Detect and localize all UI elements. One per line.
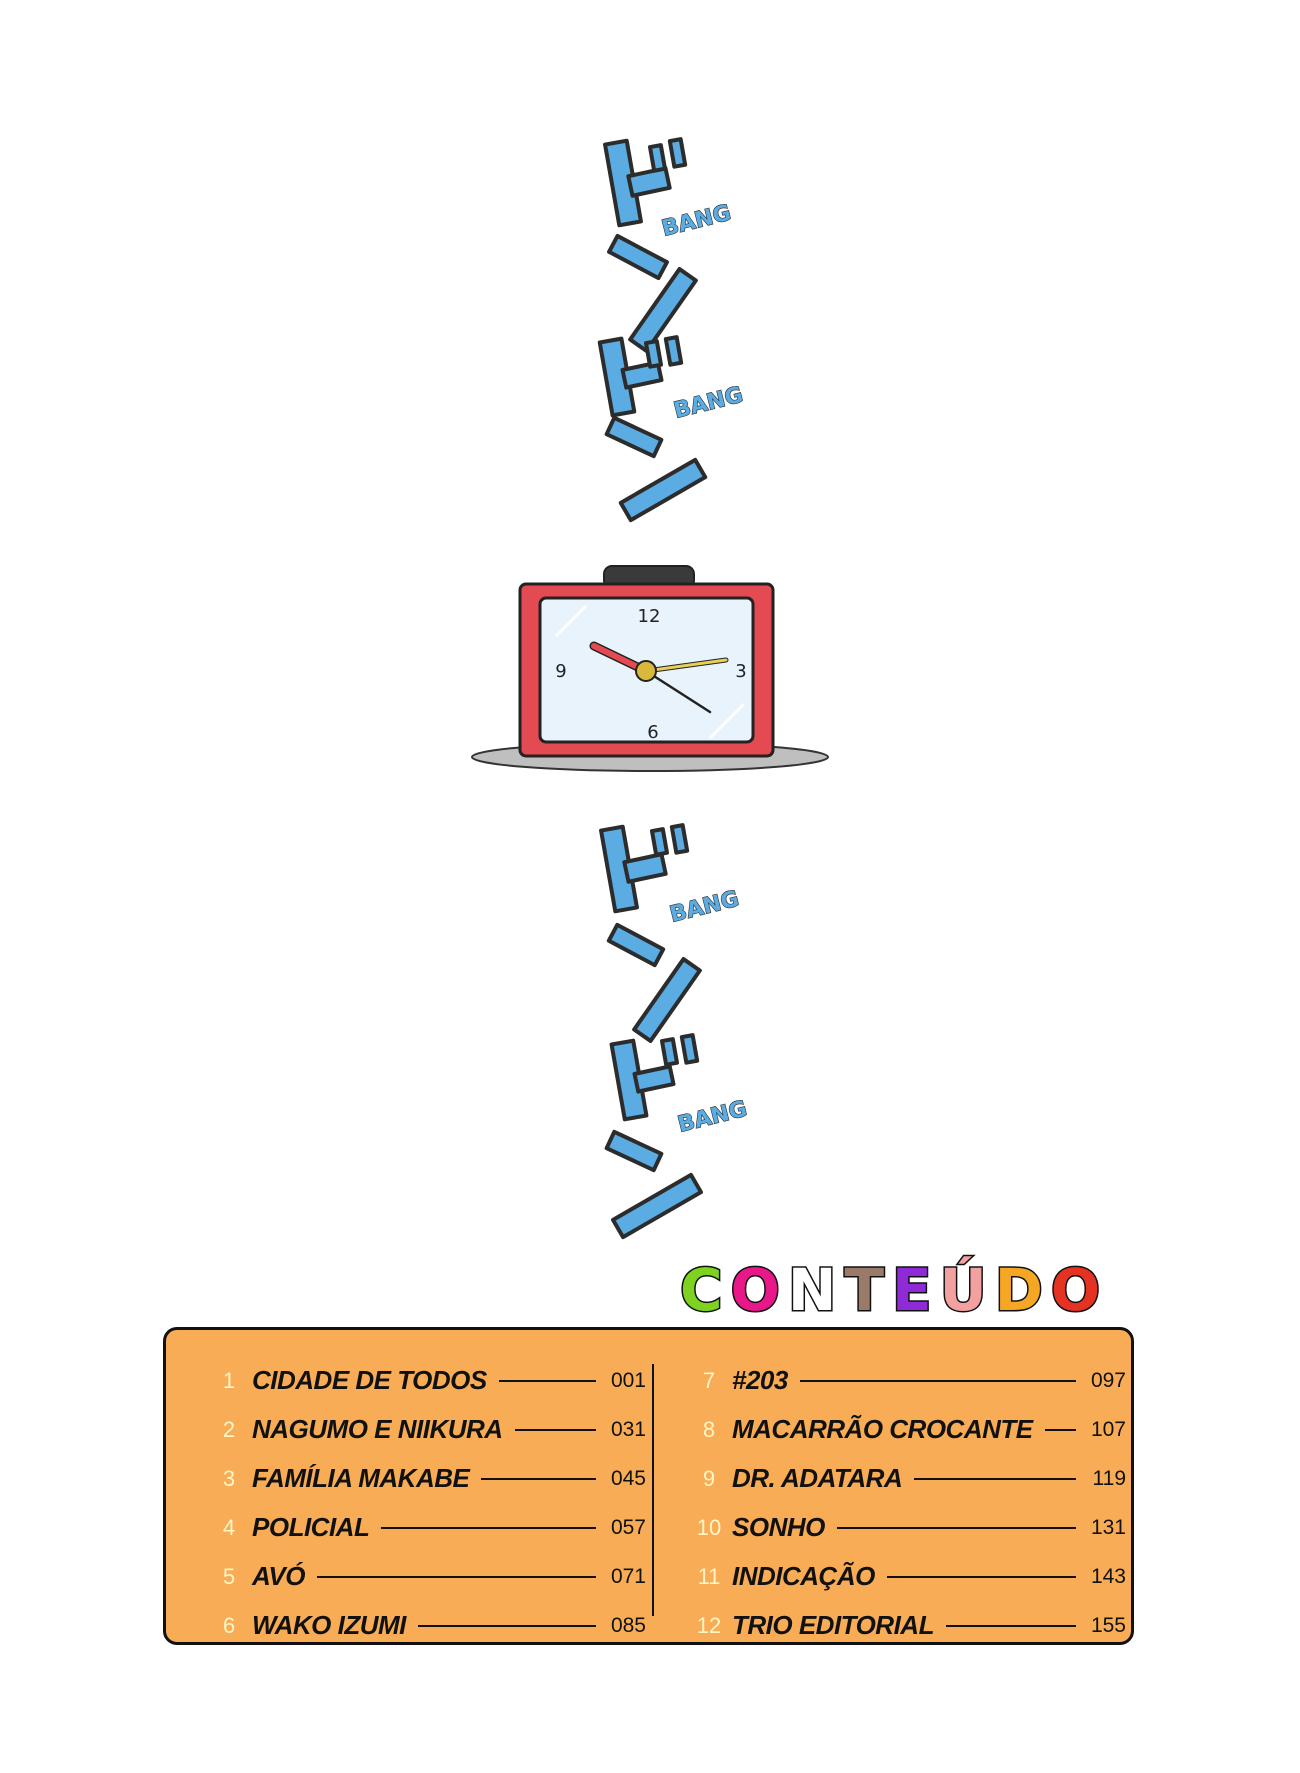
toc-entry: 10 SONHO 131 xyxy=(686,1503,1126,1552)
chapter-number: 10 xyxy=(696,1514,722,1540)
chapter-number: 7 xyxy=(702,1367,716,1393)
toc-column-right: 7 #203 097 8 MACARRÃO CROCANTE 107 9 DR. ADATAR… xyxy=(686,1356,1126,1650)
toc-entry: 8 MACARRÃO CROCANTE 107 xyxy=(686,1405,1126,1454)
leader-line xyxy=(799,1379,1076,1382)
sfx-top: BANG BANG xyxy=(597,137,746,523)
chapter-title: NAGUMO E NIIKURA xyxy=(252,1414,503,1444)
page-number: 119 xyxy=(1092,1466,1126,1490)
title-letter: O xyxy=(1049,1256,1103,1324)
chapter-title: FAMÍLIA MAKABE xyxy=(252,1463,470,1493)
title-letter: Ú xyxy=(938,1256,989,1324)
page-number: 045 xyxy=(610,1466,646,1490)
title-letter: N xyxy=(786,1256,839,1324)
chapter-number: 12 xyxy=(696,1612,722,1638)
chapter-title: #203 xyxy=(732,1365,788,1395)
toc-entry: 5 AVÓ 071 xyxy=(206,1552,646,1601)
katakana-do-icon xyxy=(609,1033,700,1122)
bang-sfx: BANG xyxy=(671,383,745,424)
chapter-number: 9 xyxy=(702,1465,716,1491)
page-number: 107 xyxy=(1090,1417,1126,1441)
katakana-n-icon xyxy=(607,233,698,353)
column-divider xyxy=(652,1364,654,1616)
chapter-title: AVÓ xyxy=(252,1561,305,1591)
katakana-do-icon xyxy=(599,823,690,914)
clock-number-12: 12 xyxy=(638,606,661,627)
leader-line xyxy=(381,1526,596,1529)
toc-entry: 1 CIDADE DE TODOS 001 xyxy=(206,1356,646,1405)
chapter-title: SONHO xyxy=(732,1512,825,1542)
bang-sfx: BANG xyxy=(659,201,733,242)
leader-line xyxy=(1044,1428,1076,1431)
illustration: .k { fill: #5aace2; stroke: #2c2c2c; str… xyxy=(471,137,829,1240)
chapter-title: POLICIAL xyxy=(252,1512,370,1542)
leader-line xyxy=(514,1428,596,1431)
title-letter: D xyxy=(993,1256,1045,1324)
leader-line xyxy=(498,1379,596,1382)
clock-number-3: 3 xyxy=(735,661,746,682)
chapter-title: TRIO EDITORIAL xyxy=(732,1610,934,1640)
chapter-number: 8 xyxy=(702,1416,716,1442)
leader-line xyxy=(886,1575,1076,1578)
chapter-number: 11 xyxy=(697,1563,721,1589)
page-number: 097 xyxy=(1090,1368,1126,1392)
katakana-do-icon xyxy=(597,335,684,418)
katakana-n-icon xyxy=(606,922,702,1043)
page-number: 155 xyxy=(1090,1613,1126,1637)
leader-line xyxy=(316,1575,596,1578)
katakana-n-icon xyxy=(604,1129,703,1240)
toc-entry: 2 NAGUMO E NIIKURA 031 xyxy=(206,1405,646,1454)
sfx-bottom: BANG BANG xyxy=(599,823,750,1240)
table-of-contents: 1 CIDADE DE TODOS 001 2 NAGUMO E NIIKURA 031 3… xyxy=(163,1327,1134,1645)
toc-entry: 12 TRIO EDITORIAL 155 xyxy=(686,1601,1126,1650)
toc-entry: 4 POLICIAL 057 xyxy=(206,1503,646,1552)
chapter-number: 1 xyxy=(222,1367,236,1393)
title-letter: O xyxy=(729,1256,782,1324)
title-letter: T xyxy=(843,1256,887,1324)
katakana-do-icon xyxy=(603,137,688,228)
toc-column-left: 1 CIDADE DE TODOS 001 2 NAGUMO E NIIKURA 031 3… xyxy=(206,1356,646,1650)
bang-sfx: BANG xyxy=(675,1097,749,1138)
chapter-title: WAKO IZUMI xyxy=(252,1610,406,1640)
chapter-number: 2 xyxy=(222,1416,236,1442)
page-number: 085 xyxy=(610,1613,646,1637)
chapter-title: MACARRÃO CROCANTE xyxy=(732,1414,1033,1444)
chapter-title: CIDADE DE TODOS xyxy=(252,1365,487,1395)
leader-line xyxy=(945,1624,1076,1627)
page-number: 057 xyxy=(610,1515,646,1539)
page-number: 143 xyxy=(1090,1564,1126,1588)
leader-line xyxy=(836,1526,1076,1529)
toc-entry: 9 DR. ADATARA 119 xyxy=(686,1454,1126,1503)
chapter-number: 3 xyxy=(222,1465,236,1491)
chapter-title: INDICAÇÃO xyxy=(732,1561,875,1591)
page-number: 031 xyxy=(610,1417,646,1441)
page-number: 131 xyxy=(1090,1515,1126,1539)
chapter-number: 6 xyxy=(222,1612,236,1638)
toc-entry: 3 FAMÍLIA MAKABE 045 xyxy=(206,1454,646,1503)
toc-entry: 11 INDICAÇÃO 143 xyxy=(686,1552,1126,1601)
toc-entry: 6 WAKO IZUMI 085 xyxy=(206,1601,646,1650)
page-number: 001 xyxy=(610,1368,646,1392)
leader-line xyxy=(417,1624,596,1627)
alarm-clock-icon: 12 3 6 9 xyxy=(471,565,829,772)
page-number: 071 xyxy=(610,1564,646,1588)
katakana-n-icon xyxy=(604,415,708,523)
title-letter: E xyxy=(891,1256,934,1324)
chapter-title: DR. ADATARA xyxy=(732,1463,903,1493)
chapter-number: 4 xyxy=(222,1514,236,1540)
chapter-number: 5 xyxy=(222,1563,236,1589)
title-letter: C xyxy=(679,1256,725,1324)
leader-line xyxy=(914,1477,1076,1480)
clock-number-9: 9 xyxy=(555,661,566,682)
leader-line xyxy=(481,1477,596,1480)
bang-sfx: BANG xyxy=(667,887,741,928)
clock-number-6: 6 xyxy=(647,722,658,743)
toc-entry: 7 #203 097 xyxy=(686,1356,1126,1405)
